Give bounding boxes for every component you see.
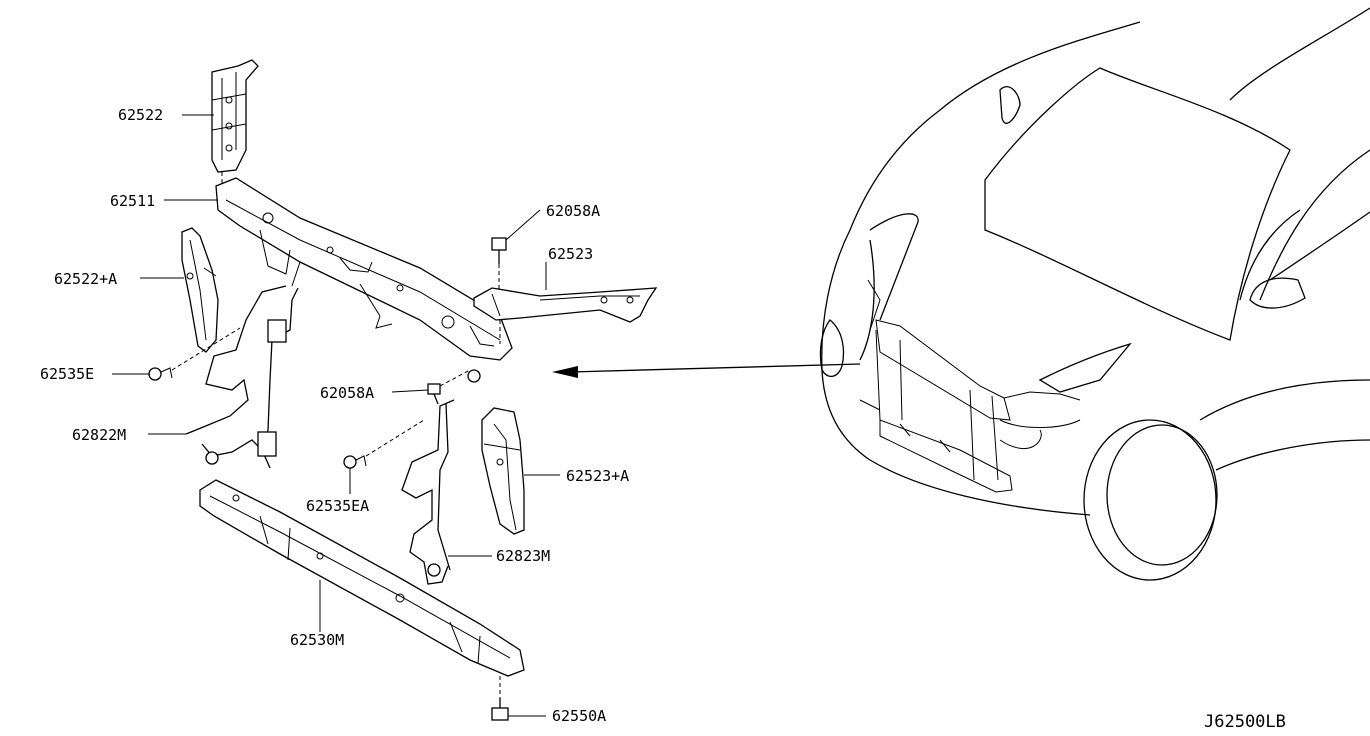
label-62058a-top: 62058A: [546, 202, 600, 220]
part-62522-upper-bracket[interactable]: [211, 59, 259, 173]
label-62535ea: 62535EA: [306, 497, 369, 515]
label-62058a-mid: 62058A: [320, 384, 374, 402]
label-62823m: 62823M: [496, 547, 550, 565]
leader-lines: [112, 114, 560, 717]
label-62550a: 62550A: [552, 707, 606, 725]
part-62511-upper-support[interactable]: [215, 177, 513, 383]
part-62535ea-clip[interactable]: [343, 455, 367, 469]
label-62822m: 62822M: [72, 426, 126, 444]
part-62058a-bolt-top[interactable]: [491, 237, 507, 264]
part-62550a-bolt[interactable]: [491, 698, 509, 721]
label-62522: 62522: [118, 106, 163, 124]
car-illustration: [819, 7, 1370, 581]
part-62535e-clip[interactable]: [148, 367, 173, 381]
part-62523a-side-bracket[interactable]: [481, 407, 525, 535]
label-62511: 62511: [110, 192, 155, 210]
label-62535e: 62535E: [40, 365, 94, 383]
part-62058a-bolt-mid[interactable]: [427, 383, 441, 405]
part-62530m-lower-support[interactable]: [199, 479, 525, 677]
label-62523a: 62523+A: [566, 467, 629, 485]
label-62522a: 62522+A: [54, 270, 117, 288]
part-62823m-harness[interactable]: [401, 399, 455, 585]
label-62530m: 62530M: [290, 631, 344, 649]
part-62522a-side-bracket[interactable]: [181, 227, 219, 353]
part-62822m-harness[interactable]: [185, 285, 299, 469]
direction-arrow: [552, 363, 861, 378]
part-62523-stay[interactable]: [473, 287, 658, 323]
label-62523: 62523: [548, 245, 593, 263]
diagram-code: J62500LB: [1204, 712, 1286, 732]
